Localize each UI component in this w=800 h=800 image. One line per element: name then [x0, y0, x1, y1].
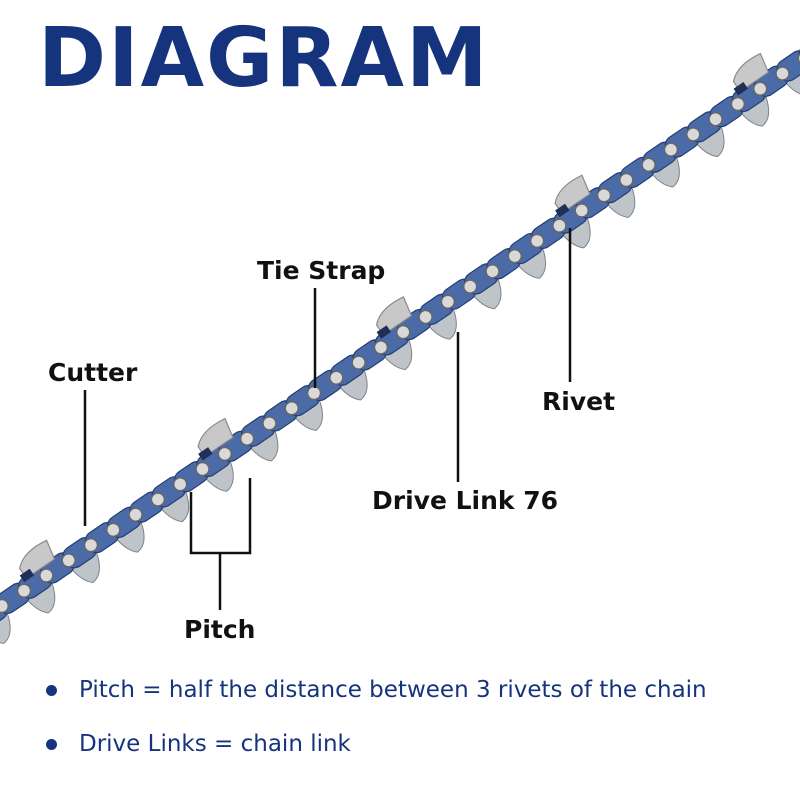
drive-link-tooth — [115, 521, 145, 553]
drive-link-tooth — [160, 490, 190, 523]
rivet — [663, 142, 679, 157]
rivet — [172, 477, 188, 492]
rivet — [106, 522, 121, 538]
drive-link-tooth — [70, 551, 100, 584]
note-text: Pitch = half the distance between 3 rive… — [79, 677, 707, 703]
rivet — [128, 507, 143, 522]
drive-link-tooth — [784, 64, 800, 97]
drive-link-tooth — [695, 125, 725, 158]
drive-link-tooth — [0, 612, 11, 644]
drive-link-tooth — [740, 95, 770, 127]
rivet — [150, 492, 166, 507]
cutter-tooth — [19, 539, 56, 580]
rivet — [619, 172, 634, 188]
rivet — [195, 461, 210, 477]
cutter-tooth — [554, 174, 591, 214]
drive-link-tooth — [204, 460, 234, 492]
note-item: Drive Links = chain link — [46, 730, 707, 758]
rivet — [0, 598, 9, 614]
rivet — [686, 127, 701, 142]
drive-link-label: Drive Link 76 — [372, 486, 559, 515]
drive-link-tooth — [26, 581, 56, 614]
notes-list: Pitch = half the distance between 3 rive… — [46, 676, 707, 784]
rivet — [262, 416, 277, 431]
rivet — [16, 583, 32, 599]
page-title: DIAGRAM — [38, 11, 490, 106]
cutter-tooth — [375, 296, 413, 336]
rivet — [351, 355, 366, 370]
rivet — [485, 264, 500, 279]
cutter-label: Cutter — [48, 358, 138, 387]
drive-link-tooth — [517, 247, 547, 279]
drive-link-tooth — [650, 155, 680, 188]
note-text: Drive Links = chain link — [79, 731, 351, 757]
saw-chain — [0, 35, 800, 644]
rivet — [217, 446, 233, 462]
bullet-icon — [46, 738, 57, 750]
rivet-label: Rivet — [542, 387, 616, 416]
cutter-gullet — [733, 82, 748, 96]
drive-link-tooth — [249, 429, 279, 462]
rivet — [396, 324, 411, 340]
drive-link-tooth — [427, 308, 457, 340]
rivet — [440, 294, 456, 309]
rivet — [507, 248, 523, 264]
rivet — [730, 96, 746, 112]
cutter-tooth — [197, 417, 234, 458]
drive-link-tooth — [293, 399, 324, 431]
rivet — [284, 400, 299, 416]
drive-link-tooth — [606, 186, 636, 218]
pitch-label: Pitch — [184, 615, 256, 644]
rivet — [775, 66, 790, 81]
rivet — [39, 568, 54, 583]
drive-link-tooth — [472, 277, 502, 310]
rivet — [83, 537, 99, 553]
callout-leader-lines — [83, 228, 572, 610]
rivet — [373, 340, 389, 355]
cutter-gullet — [376, 325, 392, 339]
tie-strap-label: Tie Strap — [257, 256, 386, 285]
cutter-tooth — [732, 52, 770, 93]
bullet-icon — [46, 684, 57, 696]
rivet — [574, 203, 589, 218]
rivet — [641, 157, 656, 173]
rivet — [596, 187, 612, 203]
rivet — [529, 233, 545, 249]
rivet — [552, 218, 567, 233]
drive-link-tooth — [338, 368, 368, 401]
rivet — [797, 51, 800, 66]
rivet — [306, 385, 322, 401]
rivet — [462, 279, 478, 294]
rivet — [752, 81, 768, 97]
rivet — [239, 431, 255, 446]
rivet — [708, 111, 723, 127]
cutter-gullet — [19, 568, 35, 583]
cutter-gullet — [198, 447, 213, 461]
rivet — [61, 553, 76, 568]
note-item: Pitch = half the distance between 3 rive… — [46, 676, 707, 704]
rivet — [418, 309, 433, 325]
drive-link-tooth — [383, 338, 413, 371]
cutter-gullet — [555, 203, 570, 218]
rivet — [329, 370, 344, 386]
